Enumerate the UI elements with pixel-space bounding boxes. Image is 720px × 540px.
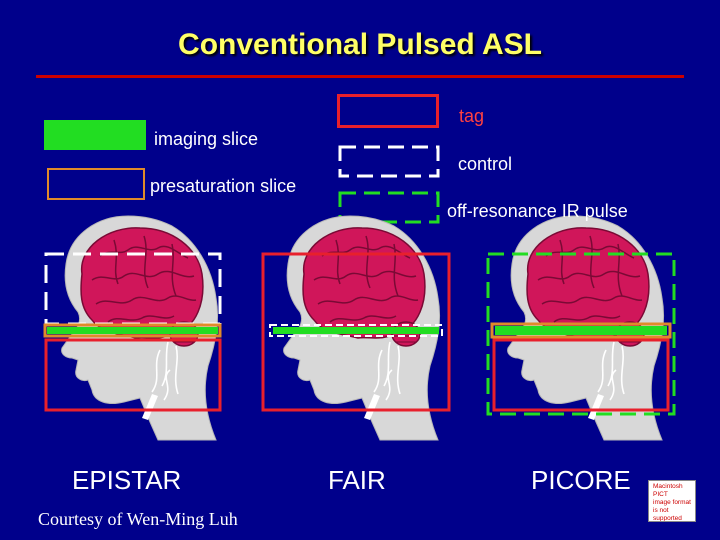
method-label-fair: FAIR — [328, 465, 386, 495]
method-label-epistar: EPISTAR — [72, 465, 182, 495]
legend-tag-label: tag — [459, 106, 485, 126]
epistar-imaging-slice — [47, 327, 218, 334]
credit-text: Courtesy of Wen-Ming Luh — [38, 509, 238, 529]
picore-imaging-slice — [495, 326, 667, 335]
fair-tag-region — [261, 252, 451, 412]
placeholder-line: image format — [653, 499, 691, 506]
title-underline — [36, 75, 684, 78]
method-label-picore: PICORE — [531, 465, 631, 495]
picore-tag-region — [492, 338, 670, 412]
picore-off-resonance-region — [486, 252, 676, 416]
epistar-tag-region — [44, 338, 222, 412]
fair-control-slab — [269, 324, 443, 337]
slide-title: Conventional Pulsed ASL — [178, 28, 542, 61]
legend-imaging-swatch — [44, 120, 146, 150]
epistar-presat-slice — [43, 323, 222, 338]
picore-presat-slice — [490, 322, 672, 339]
legend-off-resonance-label: off-resonance IR pulse — [447, 201, 628, 221]
legend-tag-swatch — [337, 94, 439, 128]
placeholder-line: is not supported — [653, 507, 682, 522]
legend-control-swatch — [338, 145, 440, 178]
legend-control-label: control — [458, 154, 513, 174]
legend-off-resonance-swatch — [338, 191, 440, 224]
legend-imaging-label: imaging slice — [154, 129, 259, 149]
legend-presaturation-label: presaturation slice — [150, 176, 297, 196]
fair-imaging-slice — [273, 327, 439, 334]
unsupported-image-placeholder: Macintosh PICT image format is not suppo… — [648, 480, 696, 522]
placeholder-line: Macintosh PICT — [653, 483, 683, 498]
legend-presaturation-swatch — [47, 168, 145, 200]
